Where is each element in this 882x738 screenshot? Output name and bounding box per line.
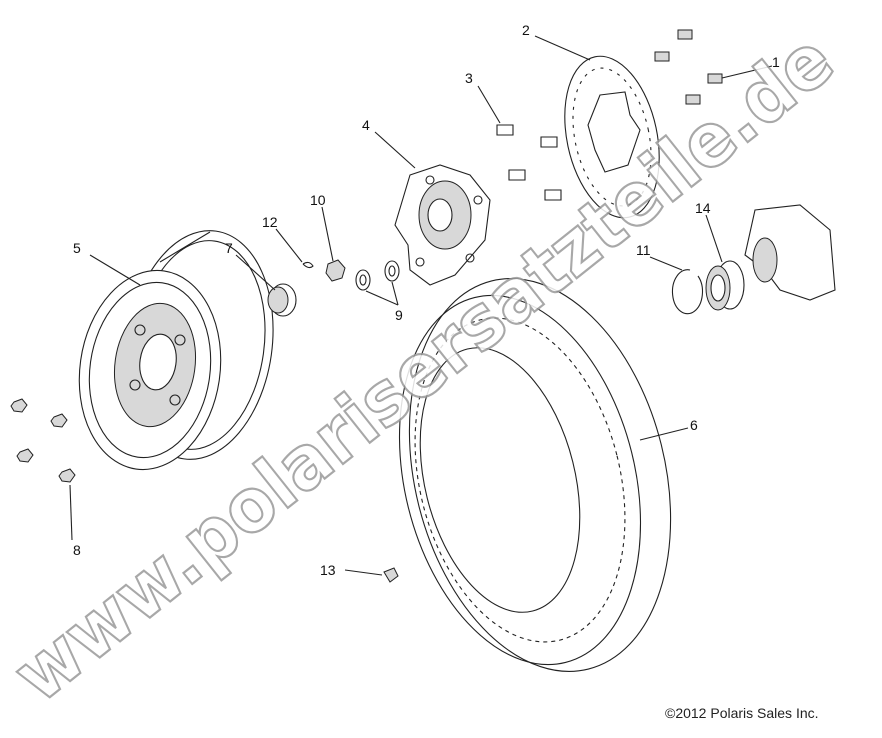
brake-disc [564,55,660,219]
snap-ring [671,269,703,315]
callout-11: 11 [636,242,651,258]
callout-9: 9 [395,307,403,323]
callout-3: 3 [465,70,473,86]
washer [355,269,371,291]
callout-4: 4 [362,117,370,133]
cotter-pin [302,261,314,269]
callout-14: 14 [695,200,711,216]
callout-8: 8 [73,542,81,558]
callout-7: 7 [225,240,233,256]
lug-nuts [10,398,76,483]
bearing [705,260,745,311]
leader-lines [69,35,773,576]
callout-10: 10 [310,192,326,208]
wheel-studs [496,124,562,201]
copyright-notice: ©2012 Polaris Sales Inc. [665,705,819,721]
callout-5: 5 [73,240,81,256]
steering-knuckle [744,204,836,301]
callout-12: 12 [262,214,278,230]
washer [384,260,400,282]
callout-6: 6 [690,417,698,433]
valve-stem [383,567,399,583]
tire [398,278,672,672]
wheel-hub [394,164,491,286]
axle-nut [325,259,346,282]
callout-13: 13 [320,562,336,578]
wheel-rim [78,230,274,471]
callout-2: 2 [522,22,530,38]
brake-bolts [654,29,723,105]
callout-1: 1 [772,54,780,70]
